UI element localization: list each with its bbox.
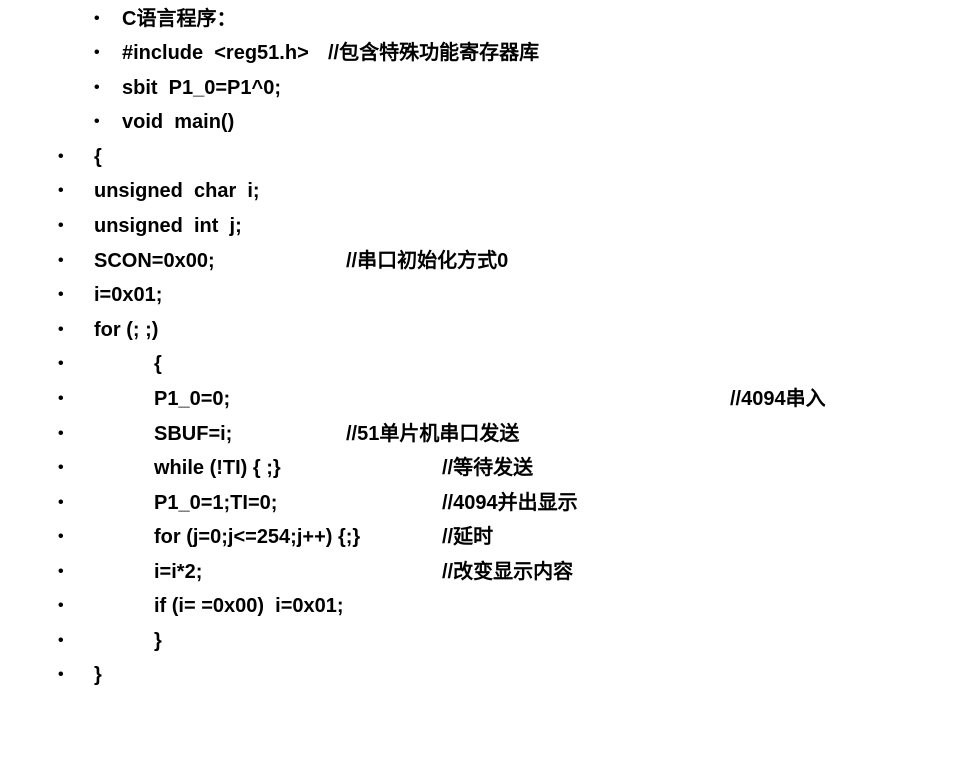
code-text: C语言程序：: [122, 8, 237, 30]
code-text: for (; ;): [94, 319, 159, 341]
code-text: {: [154, 353, 162, 375]
code-text: unsigned int j;: [94, 215, 242, 237]
code-text: unsigned char i;: [94, 180, 260, 202]
code-comment: //改变显示内容: [442, 561, 574, 583]
code-text: SBUF=i;: [154, 423, 233, 445]
code-comment: //4094串入: [730, 388, 826, 410]
bullet-icon: •: [94, 79, 100, 96]
code-text: void main(): [122, 111, 235, 133]
bullet-icon: •: [94, 44, 100, 61]
code-text: P1_0=0;: [154, 388, 231, 410]
code-line-2: • sbit P1_0=P1^0;: [0, 73, 960, 103]
bullet-icon: •: [58, 182, 64, 199]
code-comment: //包含特殊功能寄存器库: [328, 42, 540, 64]
code-text: i=i*2;: [154, 561, 203, 583]
bullet-icon: •: [58, 217, 64, 234]
bullet-icon: •: [58, 459, 64, 476]
bullet-icon: •: [94, 10, 100, 27]
code-line-1: • #include <reg51.h> //包含特殊功能寄存器库: [0, 38, 960, 68]
code-comment: //串口初始化方式0: [346, 250, 509, 272]
code-line-19: • }: [0, 660, 960, 690]
code-line-7: • SCON=0x00; //串口初始化方式0: [0, 246, 960, 276]
code-text: #include <reg51.h>: [122, 42, 309, 64]
code-line-16: • i=i*2; //改变显示内容: [0, 557, 960, 587]
code-text: if (i= =0x00) i=0x01;: [154, 595, 344, 617]
slide: • C语言程序： • #include <reg51.h> //包含特殊功能寄存…: [0, 4, 960, 690]
bullet-icon: •: [58, 632, 64, 649]
bullet-icon: •: [58, 528, 64, 545]
code-text: for (j=0;j<=254;j++) {;}: [154, 526, 361, 548]
code-line-8: • i=0x01;: [0, 280, 960, 310]
code-comment: //51单片机串口发送: [346, 423, 520, 445]
code-line-17: • if (i= =0x00) i=0x01;: [0, 591, 960, 621]
code-text: P1_0=1;TI=0;: [154, 492, 278, 514]
bullet-icon: •: [94, 113, 100, 130]
code-comment: //等待发送: [442, 457, 534, 479]
code-comment: //4094并出显示: [442, 492, 578, 514]
code-text: i=0x01;: [94, 284, 163, 306]
code-line-6: • unsigned int j;: [0, 211, 960, 241]
bullet-icon: •: [58, 252, 64, 269]
code-line-14: • P1_0=1;TI=0; //4094并出显示: [0, 488, 960, 518]
code-line-18: • }: [0, 626, 960, 656]
bullet-icon: •: [58, 390, 64, 407]
bullet-icon: •: [58, 666, 64, 683]
code-line-12: • SBUF=i; //51单片机串口发送: [0, 419, 960, 449]
code-comment: //延时: [442, 526, 494, 548]
bullet-icon: •: [58, 563, 64, 580]
code-text: }: [94, 664, 102, 686]
code-text: while (!TI) { ;}: [154, 457, 281, 479]
bullet-icon: •: [58, 494, 64, 511]
code-line-10: • {: [0, 349, 960, 379]
bullet-icon: •: [58, 425, 64, 442]
code-line-15: • for (j=0;j<=254;j++) {;} //延时: [0, 522, 960, 552]
code-line-11: • P1_0=0; //4094串入: [0, 384, 960, 414]
code-line-4: • {: [0, 142, 960, 172]
code-line-5: • unsigned char i;: [0, 176, 960, 206]
bullet-icon: •: [58, 286, 64, 303]
code-text: }: [154, 630, 162, 652]
code-text: SCON=0x00;: [94, 250, 215, 272]
bullet-icon: •: [58, 148, 64, 165]
code-line-0: • C语言程序：: [0, 4, 960, 34]
code-line-13: • while (!TI) { ;} //等待发送: [0, 453, 960, 483]
bullet-icon: •: [58, 597, 64, 614]
bullet-icon: •: [58, 355, 64, 372]
code-text: {: [94, 146, 102, 168]
bullet-icon: •: [58, 321, 64, 338]
code-line-9: • for (; ;): [0, 315, 960, 345]
code-line-3: • void main(): [0, 107, 960, 137]
code-text: sbit P1_0=P1^0;: [122, 77, 281, 99]
